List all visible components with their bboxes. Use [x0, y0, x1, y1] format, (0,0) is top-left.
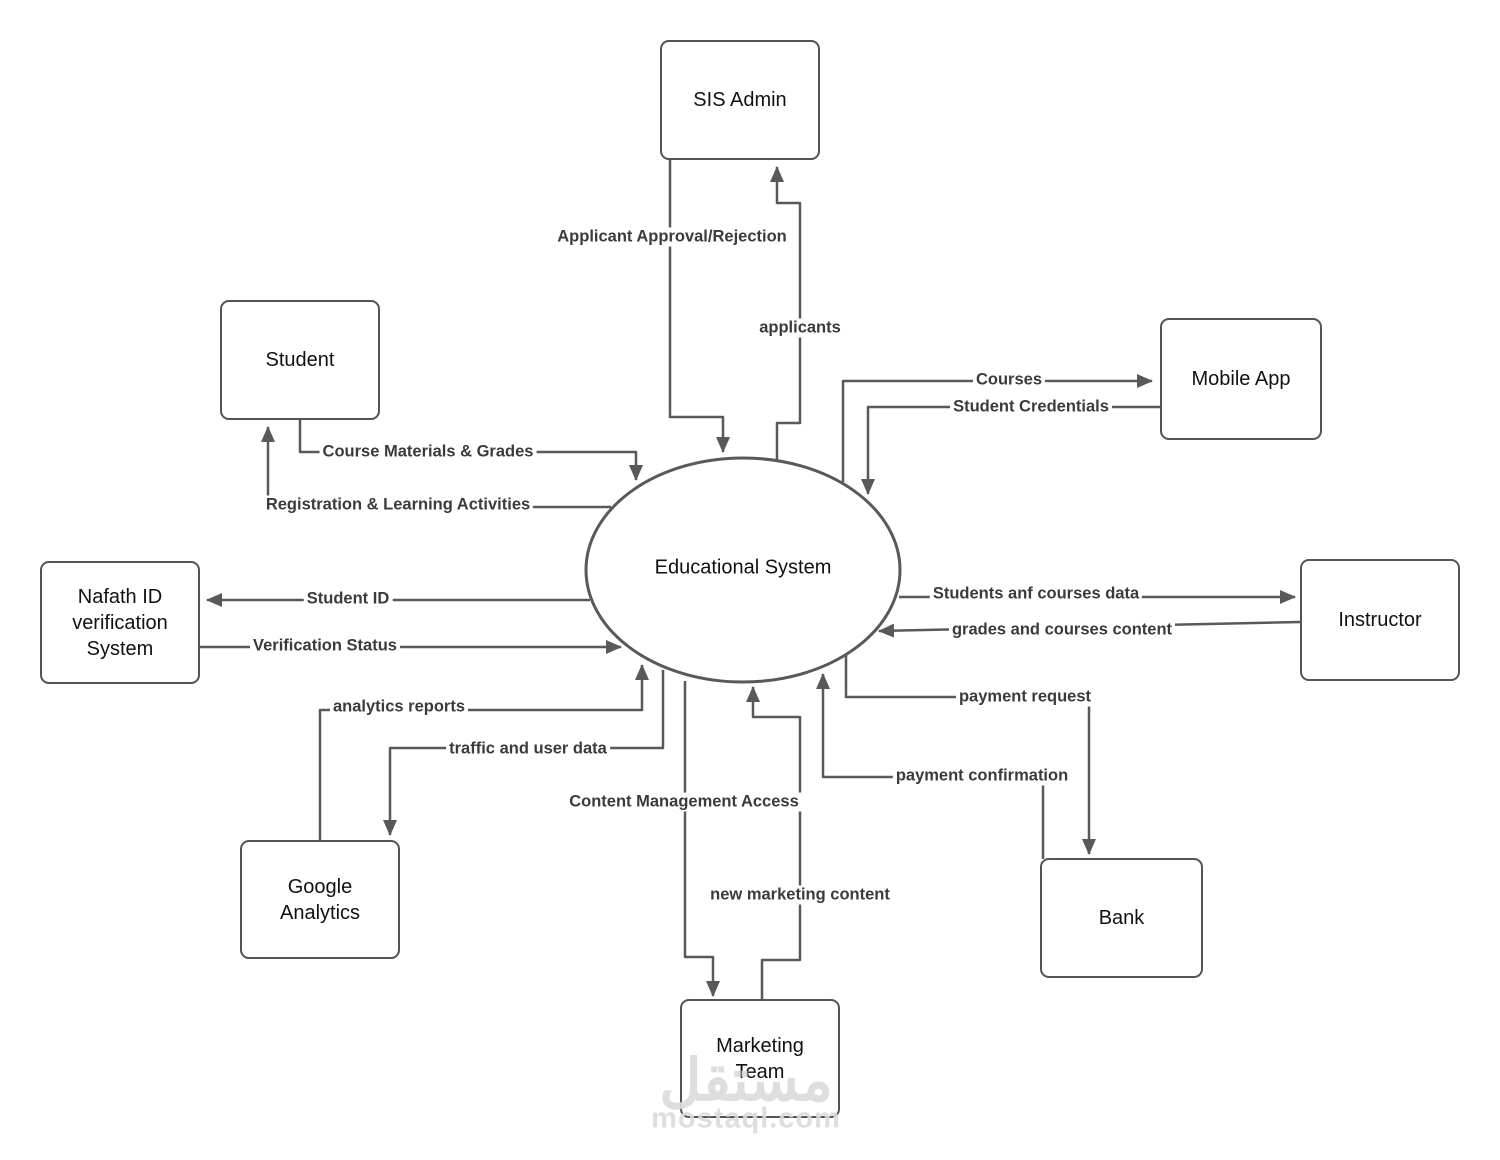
flow-label-new-marketing-content: new marketing content [707, 885, 893, 905]
flow-label-payment-confirmation: payment confirmation [892, 766, 1072, 786]
flow-label-payment-request: payment request [955, 687, 1095, 707]
flow-applicant-approval-line [668, 160, 730, 453]
flow-payment-request-line [844, 655, 1096, 855]
flow-label-grades-courses-content: grades and courses content [948, 620, 1176, 640]
entity-marketing-team-label: Marketing Team [716, 1034, 804, 1083]
flow-content-management-line [683, 681, 720, 997]
entity-google-analytics: Google Analytics [240, 840, 400, 959]
process-educational-system-label: Educational System [654, 556, 832, 579]
entity-bank: Bank [1040, 858, 1203, 978]
entity-mobile-app-label: Mobile App [1191, 368, 1291, 390]
flow-label-applicant-approval: Applicant Approval/Rejection [554, 227, 790, 247]
entity-sis-admin: SIS Admin [660, 40, 820, 160]
flow-new-marketing-content-line [746, 686, 802, 1000]
flow-label-content-management: Content Management Access [566, 792, 802, 812]
flow-analytics-reports-line [318, 664, 649, 840]
flow-applicants-line [770, 166, 802, 461]
entity-student-label: Student [265, 349, 335, 371]
flow-label-student-credentials: Student Credentials [950, 397, 1112, 417]
entity-instructor: Instructor [1300, 559, 1460, 681]
entity-marketing-team: Marketing Team [680, 999, 840, 1118]
flow-label-traffic-user-data: traffic and user data [446, 739, 610, 759]
flow-label-applicants: applicants [756, 318, 844, 338]
entity-bank-label: Bank [1098, 907, 1145, 929]
flow-label-courses: Courses [972, 370, 1046, 390]
entity-mobile-app: Mobile App [1160, 318, 1322, 440]
flow-label-student-id: Student ID [303, 589, 393, 609]
flow-label-students-courses-data: Students anf courses data [929, 584, 1143, 604]
process-educational-system-shape [584, 456, 902, 684]
entity-nafath-label: Nafath ID verification System [72, 585, 168, 660]
flow-label-verification-status: Verification Status [250, 636, 400, 656]
entity-nafath-id-verification-system: Nafath ID verification System [40, 561, 200, 684]
flow-label-registration: Registration & Learning Activities [262, 495, 534, 515]
flow-courses-line [841, 374, 1153, 482]
entity-google-analytics-label: Google Analytics [279, 875, 361, 924]
entity-sis-admin-label: SIS Admin [693, 89, 787, 111]
flow-student-credentials-line [861, 405, 1160, 495]
flow-label-analytics-reports: analytics reports [329, 697, 469, 717]
flow-label-course-materials: Course Materials & Grades [319, 442, 537, 462]
entity-student: Student [220, 300, 380, 420]
entity-instructor-label: Instructor [1338, 609, 1422, 631]
